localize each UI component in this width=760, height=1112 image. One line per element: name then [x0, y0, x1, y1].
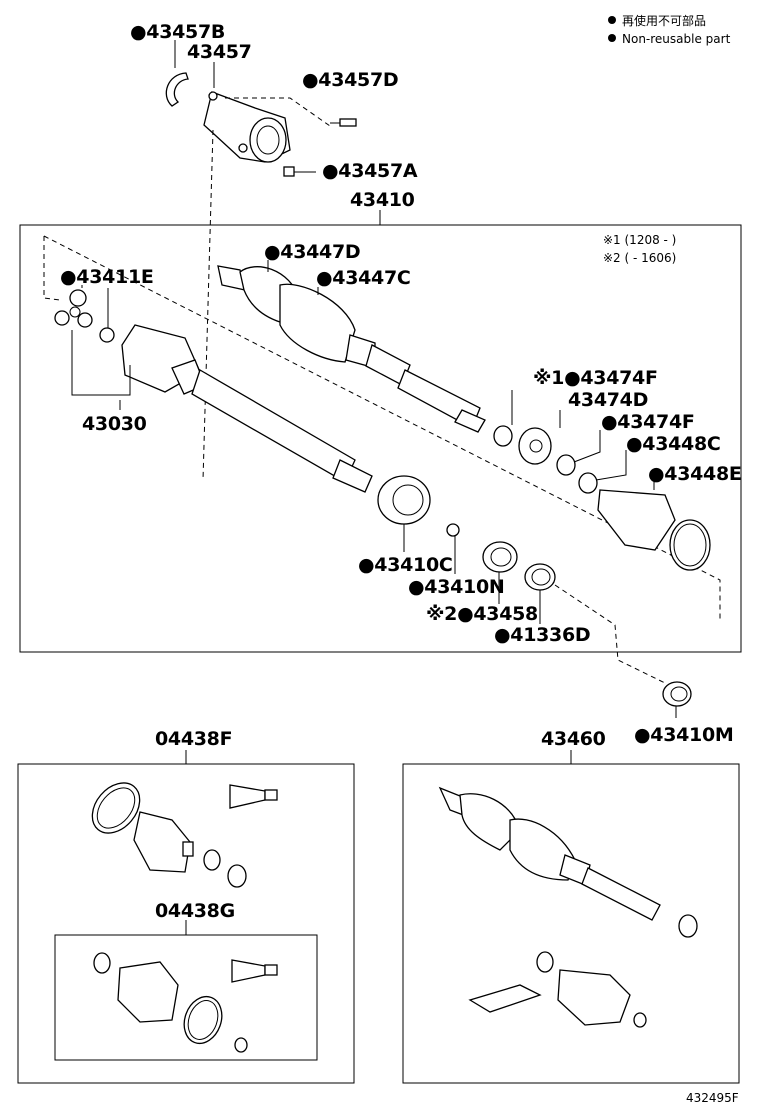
label-04438F: 04438F — [155, 728, 232, 750]
label-43460: 43460 — [541, 728, 606, 750]
clamp-icon — [91, 782, 141, 834]
boot-icon — [133, 811, 194, 873]
clamp-icon — [234, 1037, 248, 1053]
grease-tube-icon — [231, 959, 278, 983]
legend-row-jp: 再使用不可部品 — [608, 12, 730, 30]
label-43474D: 43474D — [568, 389, 648, 411]
driveshaft-icon — [121, 324, 373, 493]
clamp-icon — [633, 1012, 647, 1028]
clamp-icon — [93, 952, 111, 974]
label-43474F-1: ※1●43474F — [533, 367, 658, 389]
bullet-icon — [608, 34, 616, 42]
note-2: ※2 ( - 1606) — [603, 251, 676, 265]
note-1: ※1 (1208 - ) — [603, 233, 676, 247]
bolt-icon — [330, 118, 357, 127]
clamp-icon — [669, 519, 711, 571]
leader-dashed — [554, 584, 666, 684]
label-43411E: ●43411E — [60, 266, 154, 288]
snap-ring-icon — [446, 523, 460, 537]
bolt-icon — [283, 166, 316, 177]
bearing-icon — [377, 475, 431, 525]
label-43474F-2: ●43474F — [601, 411, 695, 433]
clamp-icon — [536, 951, 554, 973]
label-43410N: ●43410N — [408, 576, 504, 598]
label-41336D: ●41336D — [494, 624, 590, 646]
driveshaft-icon — [217, 265, 486, 433]
clamp-icon — [556, 454, 576, 476]
label-43410: 43410 — [350, 189, 415, 211]
bullet-icon — [608, 16, 616, 24]
snap-ring-icon — [678, 914, 698, 938]
clamp-icon — [578, 472, 598, 494]
boot-icon — [597, 489, 676, 551]
seal-icon — [662, 681, 692, 707]
label-43457A: ●43457A — [322, 160, 418, 182]
legend-jp: 再使用不可部品 — [622, 14, 707, 28]
label-43458: ※2●43458 — [426, 603, 538, 625]
kit-04438G-box — [54, 934, 318, 1061]
leader-line — [573, 430, 601, 463]
label-43448E: ●43448E — [648, 463, 742, 485]
clamp-icon — [203, 849, 221, 871]
bracket-icon — [203, 91, 331, 163]
label-43410C: ●43410C — [358, 554, 453, 576]
seal-icon — [524, 563, 556, 591]
bearing-icon — [482, 541, 518, 573]
leader-line — [71, 330, 131, 396]
joint-tripod-icon — [54, 289, 93, 328]
clamp-icon — [227, 864, 247, 888]
damper-icon — [518, 427, 552, 465]
driveshaft-icon — [438, 786, 661, 921]
label-43030: 43030 — [82, 413, 147, 435]
label-04438G: 04438G — [155, 900, 235, 922]
snap-ring-icon — [165, 72, 189, 107]
label-43447C: ●43447C — [316, 267, 411, 289]
boot-icon — [557, 969, 631, 1026]
clamp-icon — [183, 995, 223, 1045]
boot-icon — [117, 961, 179, 1023]
snap-ring-icon — [493, 425, 513, 447]
label-43410M: ●43410M — [634, 724, 734, 746]
leader-dashed — [43, 236, 61, 301]
figure-id: 432495F — [686, 1091, 739, 1105]
grease-packet-icon — [468, 984, 542, 1013]
legend-en: Non-reusable part — [622, 32, 731, 46]
leader-dashed — [43, 235, 721, 622]
label-43457B: ●43457B — [130, 21, 225, 43]
legend: 再使用不可部品 Non-reusable part — [608, 12, 730, 48]
snap-ring-icon — [99, 327, 115, 343]
label-43457D: ●43457D — [302, 69, 398, 91]
leader-line — [595, 450, 627, 481]
leader-dashed — [202, 129, 214, 481]
label-43447D: ●43447D — [264, 241, 360, 263]
legend-row-en: Non-reusable part — [608, 30, 730, 48]
label-43448C: ●43448C — [626, 433, 721, 455]
label-43457: 43457 — [187, 41, 252, 63]
grease-tube-icon — [229, 784, 278, 809]
